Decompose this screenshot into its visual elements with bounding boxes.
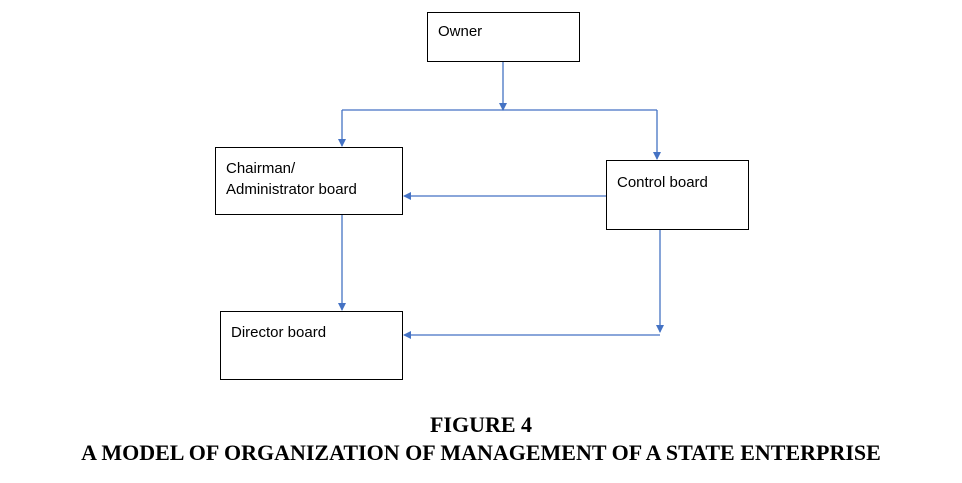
node-director-label: Director board [231, 324, 327, 341]
node-owner: Owner [427, 12, 580, 62]
figure-number: FIGURE 4 [429, 412, 533, 437]
figure-title: A MODEL OF ORGANIZATION OF MANAGEMENT OF… [81, 440, 881, 465]
node-director-board: Director board [220, 311, 403, 380]
node-chairman-label-line-1: Chairman/ [226, 160, 296, 177]
node-owner-label: Owner [438, 23, 483, 40]
node-chairman-label-line-2: Administrator board [226, 181, 357, 198]
node-chairman-administrator-board: Chairman/ Administrator board [215, 147, 403, 215]
node-control-label: Control board [617, 174, 708, 191]
node-control-board: Control board [606, 160, 749, 230]
